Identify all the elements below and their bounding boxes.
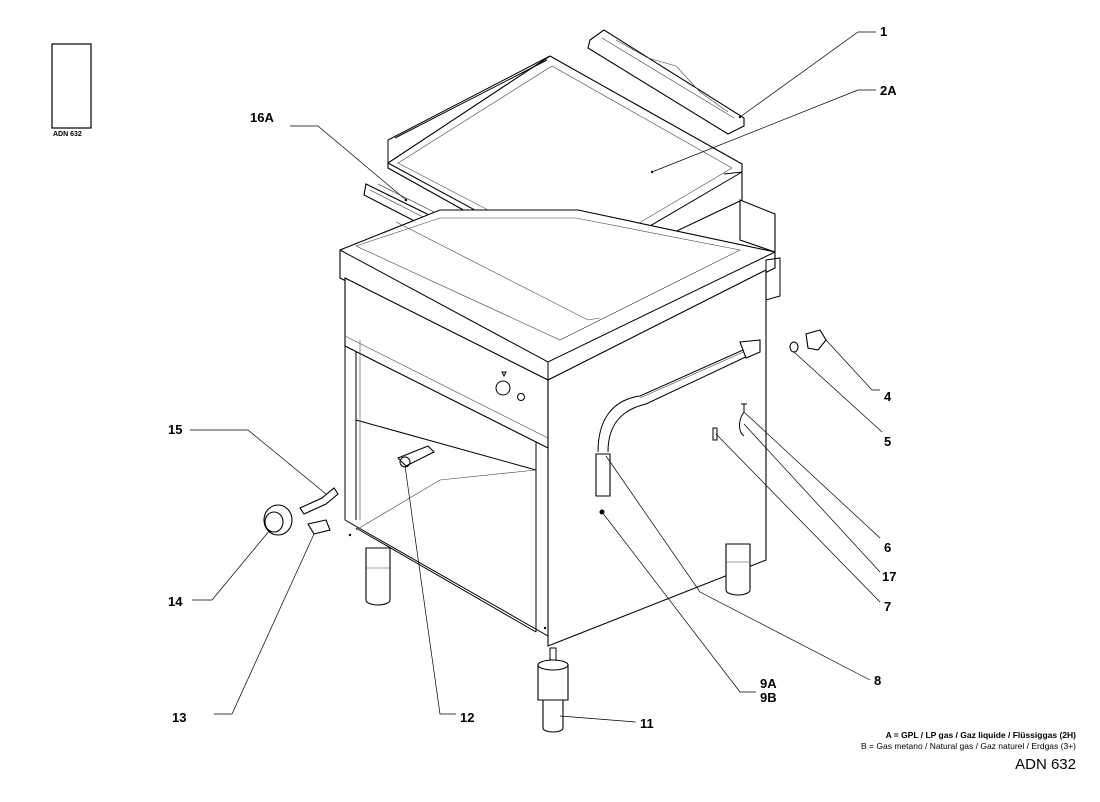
callout-13: 13 bbox=[172, 710, 186, 725]
cabinet-legs bbox=[365, 543, 751, 733]
callout-17: 17 bbox=[882, 569, 896, 584]
cabinet-body bbox=[339, 199, 781, 647]
callout-9a: 9A bbox=[760, 676, 777, 691]
callout-9b: 9B bbox=[760, 690, 777, 705]
callout-6: 6 bbox=[884, 540, 891, 555]
callout-5: 5 bbox=[884, 434, 891, 449]
callout-1: 1 bbox=[880, 24, 887, 39]
callout-11: 11 bbox=[640, 716, 654, 731]
callout-7: 7 bbox=[884, 599, 891, 614]
callout-15: 15 bbox=[168, 422, 182, 437]
legend-gas-a: A = GPL / LP gas / Gaz liquide / Flüssig… bbox=[885, 730, 1076, 740]
gas-connector bbox=[789, 329, 827, 353]
handle-part bbox=[587, 29, 745, 135]
thermocouple-bracket bbox=[299, 487, 339, 535]
gas-cock bbox=[397, 445, 435, 468]
burner-tube bbox=[595, 339, 761, 497]
callout-8: 8 bbox=[874, 673, 881, 688]
control-knob bbox=[263, 504, 293, 536]
leader-lines bbox=[190, 31, 883, 723]
callout-2a: 2A bbox=[880, 83, 897, 98]
cabinet-thumbnail bbox=[51, 43, 92, 129]
callout-14: 14 bbox=[168, 594, 183, 609]
legend-gas-b: B = Gas metano / Natural gas / Gaz natur… bbox=[861, 741, 1076, 751]
callout-16a: 16A bbox=[250, 110, 274, 125]
model-code: ADN 632 bbox=[1015, 756, 1076, 773]
callout-4: 4 bbox=[884, 389, 892, 404]
callout-12: 12 bbox=[460, 710, 474, 725]
thumbnail-model-code: ADN 632 bbox=[53, 131, 82, 138]
